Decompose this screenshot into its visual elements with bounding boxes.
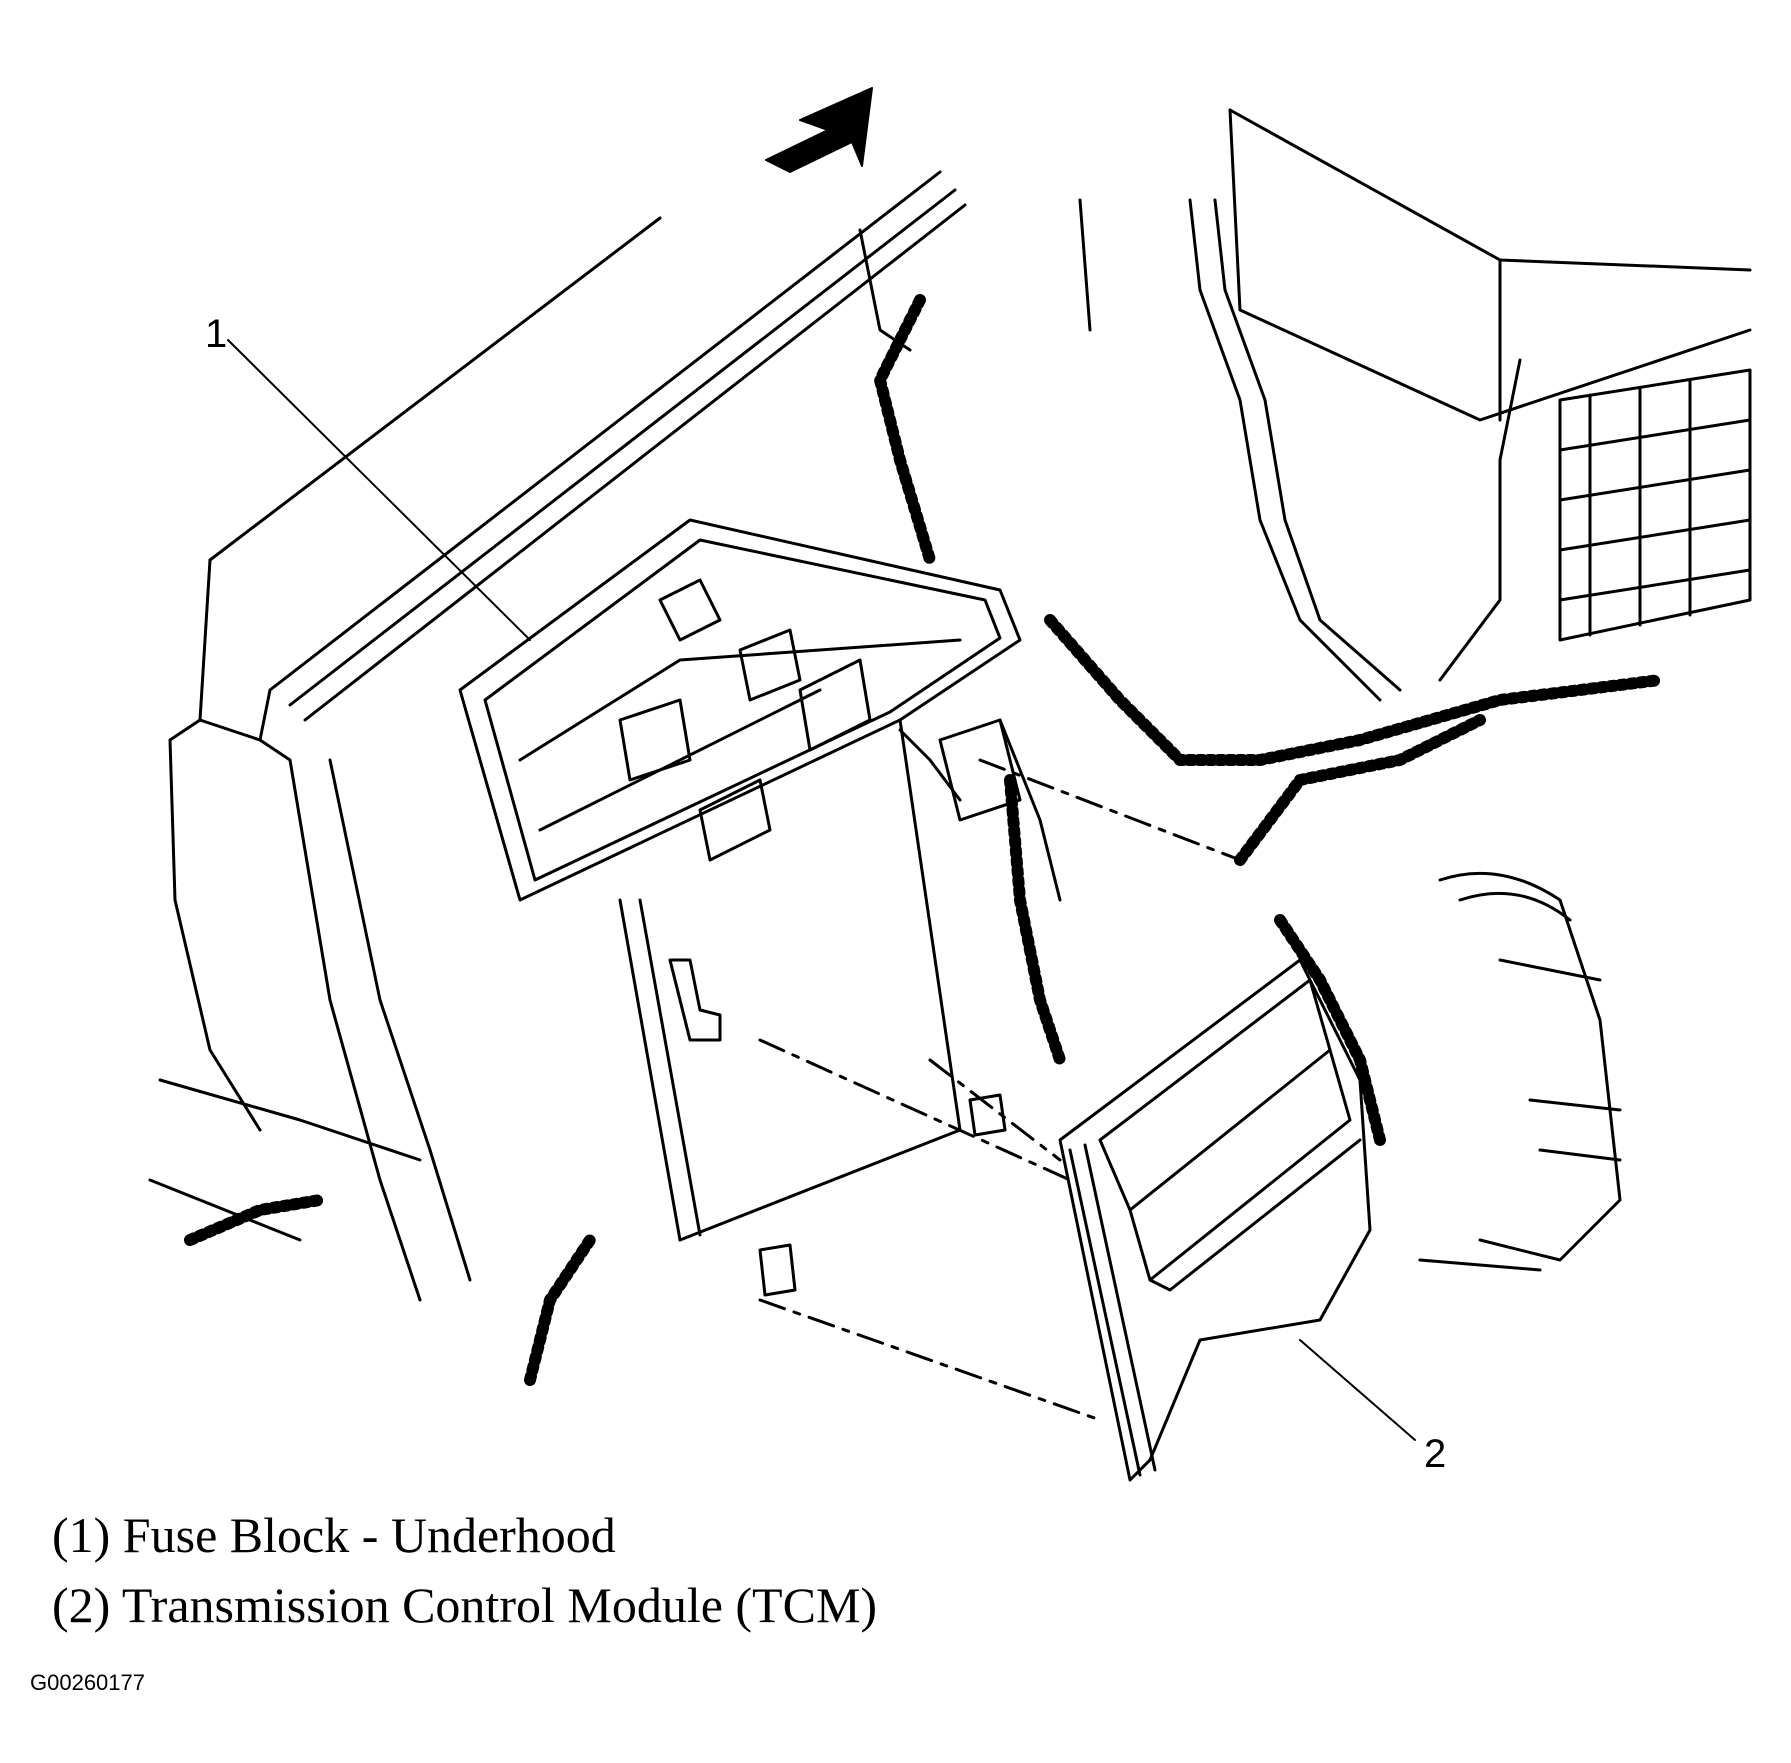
- battery-cable: [1188, 198, 1522, 702]
- figure-id: G00260177: [30, 1670, 145, 1695]
- intake-duct: [1418, 871, 1622, 1272]
- legend-item-fuse-block: (1) Fuse Block - Underhood: [52, 1507, 616, 1563]
- assembly-guides: [758, 758, 1242, 1422]
- callout-2: 2: [1424, 1432, 1447, 1476]
- leader-line-1: [227, 339, 531, 641]
- tcm-module: [1058, 958, 1372, 1482]
- callout-1: 1: [205, 312, 228, 356]
- fender-panel: [148, 108, 1752, 1302]
- wiring-harness: [184, 294, 1666, 1386]
- leader-lines: [227, 339, 1416, 1441]
- legend: (1) Fuse Block - Underhood (2) Transmiss…: [52, 1500, 877, 1640]
- fuse-block-housing: [458, 518, 1022, 1242]
- battery-tray: [1558, 368, 1752, 642]
- legend-item-tcm: (2) Transmission Control Module (TCM): [52, 1577, 878, 1633]
- fuse-block-connectors: [668, 718, 1062, 1297]
- leader-line-2: [1299, 1339, 1416, 1441]
- arrow-icon: [765, 87, 873, 173]
